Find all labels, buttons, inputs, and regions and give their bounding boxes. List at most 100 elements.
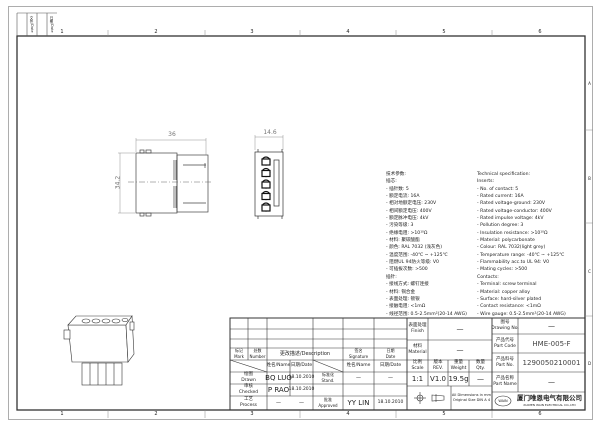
part-code-label: 产品代号 Part Code: [494, 337, 516, 349]
spec-line: - Colour: RAL 7032(light grey): [477, 245, 546, 251]
spec-line: - Material: polycarbonate: [477, 238, 535, 244]
spec-line: - Insulation resistance: >10¹⁰Ω: [477, 230, 548, 236]
drawn-label: 绘图 Drawn: [241, 372, 256, 383]
mark-label: 标记 Mark: [234, 348, 244, 359]
row-label: B: [588, 176, 591, 181]
row-label: A: [588, 81, 591, 86]
dimensions-note: All Dimensions in mm Original Size DIN A…: [451, 393, 492, 402]
date-header-2: 日期/Date: [379, 363, 402, 368]
spec-line: - 相对地额定电压: 230V: [386, 201, 437, 207]
approved-name: YY LIN: [347, 399, 370, 407]
rev-label: 版本 REV.: [433, 360, 443, 371]
col-label: 6: [538, 411, 542, 417]
col-label: 4: [346, 411, 350, 417]
col-label: 3: [250, 29, 254, 35]
part-no-label: 产品料号 Part No.: [496, 356, 514, 368]
col-label: 1: [60, 29, 64, 35]
qty-label: 数量 Qty.: [476, 360, 485, 371]
stand-label: 标准化 Stand.: [321, 372, 335, 383]
spec-line: - 接线方式: 螺钉连接: [386, 282, 429, 288]
drawn-date: 18.10.2010: [288, 375, 315, 380]
spec-line: - 材料: 铜合金: [386, 289, 416, 295]
checked-date: 18.10.2010: [288, 387, 315, 392]
drawing-no-value: —: [548, 322, 555, 330]
stand-date: —: [388, 375, 393, 381]
spec-line: - 相间额定电压: 400V: [386, 208, 432, 214]
checked-label: 审核 Checked: [238, 384, 259, 395]
spec-chinese: 技术参数:插芯:- 插针数: 5- 额定电流: 16A- 相对地额定电压: 23…: [386, 171, 467, 318]
spec-line: - Rated voltage-conductor: 400V: [477, 208, 552, 214]
checked-name: P RAO: [267, 386, 290, 394]
spec-line: - Terminal: screw terminal: [477, 282, 537, 288]
finish-value: —: [456, 325, 464, 333]
finish-label: 表面处理 Finish: [408, 323, 427, 334]
weight-value: 19.5g: [448, 375, 469, 383]
process-label: 工艺 Process: [239, 397, 258, 408]
spec-line: - 线径范围: 0.5-2.5mm²(20-14 AWG): [386, 311, 467, 317]
margin-label-1: 文件/Date: [30, 16, 34, 33]
spec-line: - Pollution degree: 3: [477, 223, 524, 229]
drawn-name: BQ LUO: [265, 374, 292, 382]
contact-terminal: [261, 192, 271, 201]
material-value: —: [456, 346, 464, 354]
spec-line: - Rated current: 16A: [477, 194, 524, 200]
company-logo: WAIN: [498, 399, 508, 403]
col-label: 2: [154, 411, 158, 417]
spec-line: - 温度范围: -40℃ ~ +125℃: [386, 252, 448, 258]
spec-line: - 可插拔次数: >500: [386, 267, 428, 273]
spec-line: 插针:: [386, 274, 397, 280]
spec-line: - 材料: 聚碳酸酯: [386, 238, 420, 244]
spec-line: - 绝缘电阻: >10¹⁰Ω: [386, 230, 428, 236]
col-label: 4: [346, 29, 350, 35]
contact-terminal: [261, 158, 271, 166]
spec-line: - Flammability acc.to UL 94: V0: [477, 260, 550, 266]
name-header-2: 姓名/Name: [346, 363, 371, 368]
part-name-value: —: [548, 378, 555, 386]
part-code-value: HME-005-F: [532, 339, 571, 348]
spec-line: - Surface: hard-silver plated: [477, 296, 542, 302]
company-name-en: XIAMEN WAIN ELECTRICAL CO.,LTD: [523, 403, 576, 407]
row-label: D: [587, 361, 592, 366]
dim-width: 36: [168, 130, 176, 138]
spec-line: - Temperature range: -40℃ ~ +125℃: [477, 252, 565, 258]
margin-label-2: 日期/Date: [50, 16, 54, 33]
col-label: 3: [250, 411, 254, 417]
process-name: —: [276, 400, 281, 406]
part-name-label: 产品名称 Part Name: [493, 376, 517, 387]
date-label: 日期 Date: [385, 348, 396, 359]
contact-terminal: [261, 204, 271, 212]
spec-line: Technical specification:: [477, 172, 531, 177]
spec-line: - 额定脉冲电压: 4kV: [386, 216, 429, 222]
name-header: 姓名/Name: [266, 363, 291, 368]
col-label: 2: [154, 29, 158, 35]
approved-label: 批准 Approved: [318, 397, 338, 408]
spec-line: - No. of contact: 5: [477, 186, 519, 192]
part-no-value: 1290050210001: [522, 358, 581, 367]
spec-line: 插芯:: [386, 179, 397, 185]
weight-label: 重量 Weight: [450, 360, 467, 371]
spec-line: - 插针数: 5: [386, 186, 409, 192]
spec-line: - Rated voltage-ground: 230V: [477, 201, 546, 207]
col-label: 5: [442, 29, 446, 35]
company-name-cn: 厦门唯恩电气有限公司: [517, 393, 582, 402]
col-label: 6: [538, 29, 542, 35]
material-label: 材料 Material: [408, 344, 427, 355]
col-label: 5: [442, 411, 446, 417]
spec-line: - 表面处理: 镀银: [386, 296, 420, 302]
spec-english: Technical specification:Inserts:- No. of…: [477, 171, 566, 318]
scale-value: 1:1: [411, 375, 424, 383]
row-label: C: [588, 269, 591, 274]
spec-line: - Material: copper alloy: [477, 289, 531, 295]
spec-line: - Rated impulse voltage: 4kV: [477, 216, 544, 222]
spec-line: - Contact resistance: <1mΩ: [477, 304, 541, 310]
scale-label: 比例 Scale: [411, 360, 424, 371]
spec-line: 技术参数:: [386, 172, 406, 177]
approved-date: 18.10.2010: [377, 400, 404, 405]
qty-value: —: [477, 375, 484, 383]
signature-label: 签名 Signature: [348, 348, 369, 359]
spec-line: - Wire gauge: 0.5-2.5mm²(20-14 AWG): [477, 311, 566, 317]
spec-line: - 接触电阻: <1mΩ: [386, 304, 426, 310]
